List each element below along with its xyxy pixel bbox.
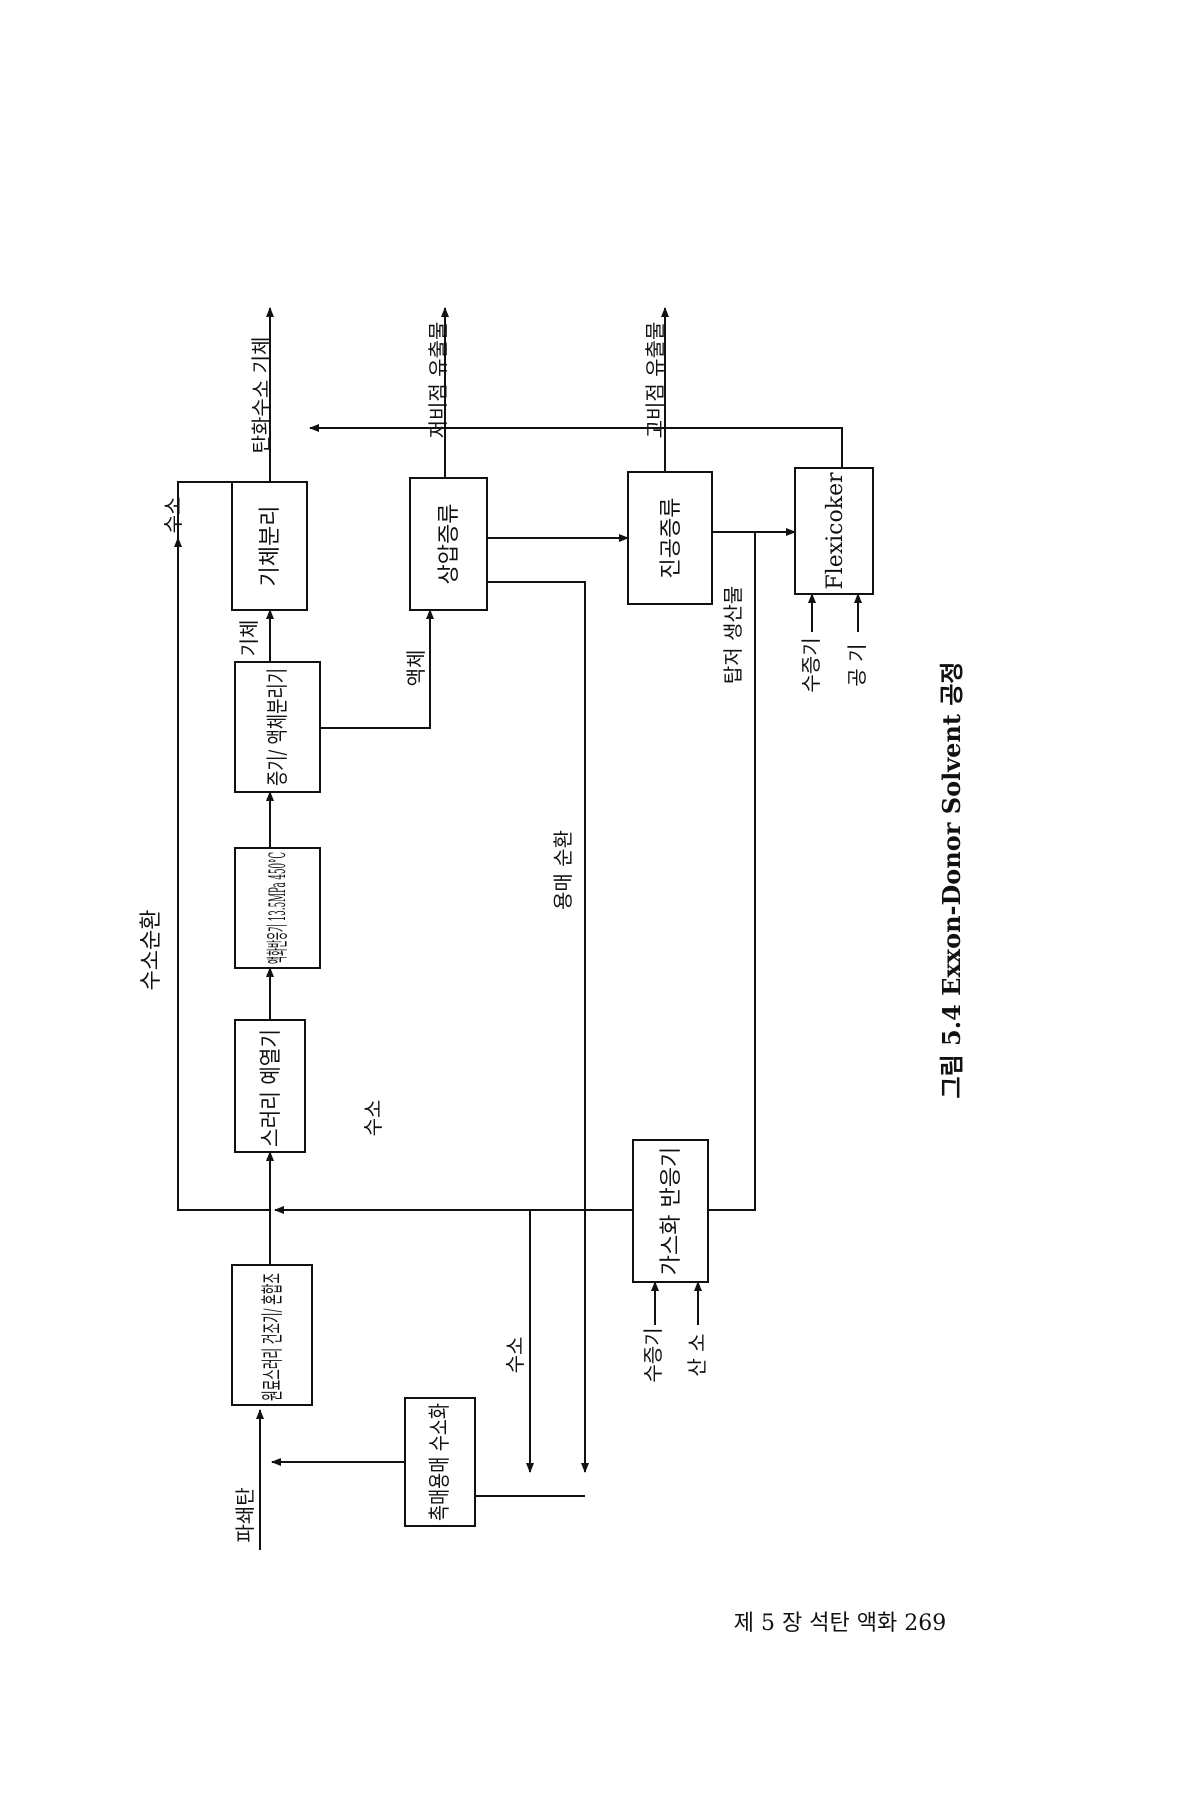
figure-caption: 그림 5.4 Exxon-Donor Solvent 공정	[937, 662, 966, 1099]
label-high-boiling: 고비점 유출물	[643, 322, 667, 439]
label-gas: 기체	[237, 620, 261, 657]
label-hydrocarbon-gas: 탄화수소 기체	[249, 337, 273, 454]
box-gas-separation	[231, 481, 308, 611]
label-hydrogen-lower: 수소	[503, 1337, 527, 1374]
box-vacuum-distillation	[627, 471, 713, 605]
label-steam-flexi: 수증기	[799, 637, 823, 692]
label-steam-gasifier: 수증기	[641, 1327, 665, 1382]
label-liquid: 액체	[404, 650, 428, 687]
label-catalytic-hydrogenation: 촉매용매 수소화	[428, 1403, 453, 1521]
label-slurry-preheater: 스러리 예열기	[259, 1029, 284, 1147]
box-liquefaction-reactor	[234, 847, 321, 969]
page-footer: 제 5 장 석탄 액화 269	[734, 1611, 946, 1636]
stream-labels: 파쇄탄 수소순환 수소 수소 수소 용매 순환 기체 액체 탄화수소 기체 저비…	[139, 322, 869, 1543]
box-labels: 원료스러리 건조기/ 혼합조 스러리 예열기 액화반응기 13.5MPa 450…	[258, 472, 848, 1521]
label-air-flexi: 공 기	[845, 643, 869, 686]
box-vapor-liquid-separator	[234, 661, 321, 793]
label-bottoms: 탑저 생산물	[721, 586, 745, 684]
box-catalytic-hydrogenation	[404, 1397, 476, 1527]
label-vapor-liquid-separator: 증기/ 액체분리기	[266, 668, 291, 786]
label-gasification-reactor: 가스화 반응기	[659, 1147, 684, 1275]
label-hydrogen-top: 수소	[161, 497, 185, 534]
label-solvent-recycle: 용매 순환	[551, 830, 575, 910]
label-atmospheric-distillation: 상압증류	[437, 504, 462, 585]
box-slurry-preheater	[234, 1019, 306, 1153]
box-atmospheric-distillation	[409, 477, 488, 611]
label-hydrogen-mid: 수소	[361, 1100, 385, 1137]
label-flexicoker: Flexicoker	[823, 472, 848, 590]
box-gasification-reactor	[632, 1139, 709, 1283]
label-oxygen-gasifier: 산 소	[685, 1333, 709, 1376]
label-feed-prep: 원료스러리 건조기/ 혼합조	[261, 1273, 286, 1401]
box-flexicoker	[794, 467, 874, 595]
flow-lines	[174, 307, 862, 1550]
box-feed-prep	[231, 1264, 313, 1406]
process-boxes	[231, 467, 874, 1527]
label-gas-separation: 기체분리	[258, 506, 283, 587]
label-liquefaction-reactor: 액화반응기 13.5MPa 450°C	[266, 852, 291, 964]
label-low-boiling: 저비점 유출물	[426, 322, 450, 439]
label-hydrogen-recycle: 수소순환	[139, 910, 164, 991]
label-crushed-coal: 파쇄탄	[233, 1487, 257, 1542]
label-vacuum-distillation: 진공증류	[659, 498, 684, 579]
